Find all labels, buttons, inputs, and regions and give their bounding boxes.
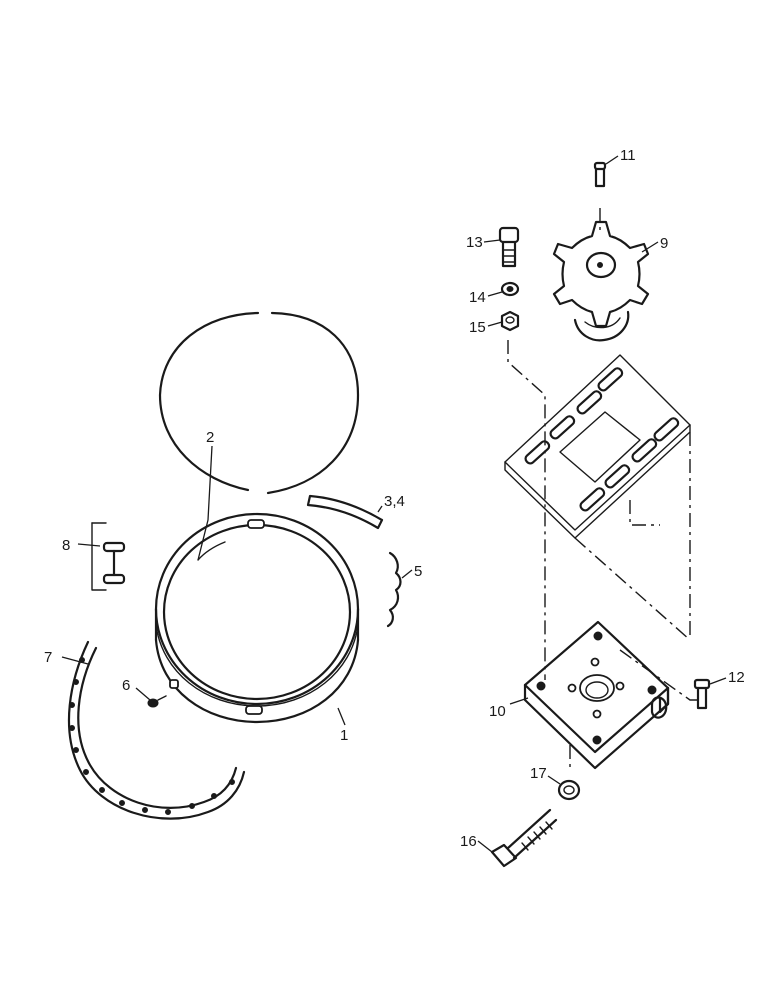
split-ring [158, 311, 360, 495]
callout-3-4: 3,4 [384, 493, 405, 510]
callout-7: 7 [44, 649, 52, 666]
segment-strip [306, 494, 384, 530]
callout-labels: 1 2 3,4 5 6 7 8 9 10 11 12 13 14 15 16 1… [44, 147, 745, 850]
callout-8: 8 [62, 537, 70, 554]
callout-6: 6 [122, 677, 130, 694]
clip [386, 551, 402, 628]
screw-12 [693, 678, 711, 710]
leader-lines [61, 155, 727, 853]
callout-11: 11 [620, 147, 636, 164]
callout-10: 10 [489, 703, 506, 720]
mounting-bracket [504, 354, 691, 641]
nut-15 [500, 310, 520, 332]
screw-11 [593, 161, 607, 188]
sprocket [552, 220, 650, 342]
callout-12: 12 [728, 669, 745, 686]
nut-17 [557, 779, 581, 801]
rivet [147, 695, 167, 708]
callout-15: 15 [469, 319, 486, 336]
long-bolt [490, 808, 558, 868]
roller-chain [67, 640, 246, 820]
washer [500, 281, 520, 297]
drum-ring [154, 512, 360, 724]
bolt-13 [498, 226, 520, 268]
connecting-link [91, 522, 126, 591]
callout-5: 5 [414, 563, 422, 580]
callout-14: 14 [469, 289, 486, 306]
callout-1: 1 [340, 727, 348, 744]
callout-16: 16 [460, 833, 477, 850]
callout-17: 17 [530, 765, 547, 782]
base-plate [523, 620, 670, 770]
callout-2: 2 [206, 429, 214, 446]
callout-9: 9 [660, 235, 668, 252]
callout-13: 13 [466, 234, 483, 251]
